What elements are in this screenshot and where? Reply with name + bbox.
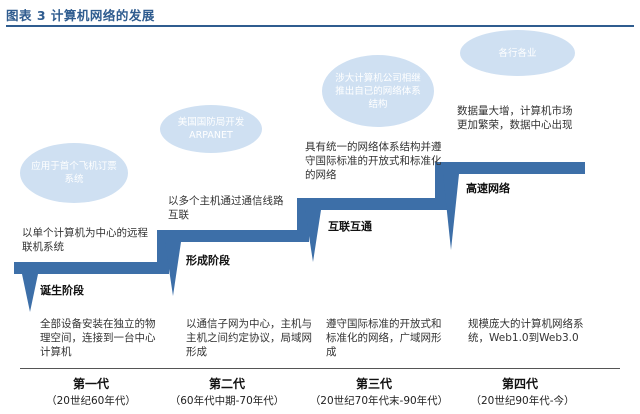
timeline-axis xyxy=(20,368,620,369)
stair-tread-1 xyxy=(14,262,169,274)
stair-tread-4 xyxy=(435,162,585,174)
stage-3-features: 具有统一的网络体系结构并遵守国际标准的开放式和标准化的网络 xyxy=(305,141,442,181)
milestone-bubble-2: 美国国防局开发ARPANET xyxy=(160,105,262,153)
stage-2-features: 以多个主机通过通信线路互联 xyxy=(168,195,284,221)
stage-2-description: 以通信子网为中心，主机与主机之间约定协议，局域网形成 xyxy=(186,318,312,358)
stair-tread-3 xyxy=(297,198,447,210)
era-2-name: 第二代 xyxy=(208,377,245,391)
era-3-range: （20世纪70年代末-90年代） xyxy=(309,395,449,407)
milestone-bubble-1: 应用于首个飞机订票系统 xyxy=(20,143,128,203)
stair-pointer-1 xyxy=(22,274,38,312)
stage-2-label: 形成阶段 xyxy=(186,254,230,267)
stage-4-label: 高速网络 xyxy=(466,182,510,195)
stair-tread-2 xyxy=(157,230,309,242)
title-divider xyxy=(6,25,634,27)
era-1-range: （20世纪60年代） xyxy=(46,395,136,407)
stage-1-features: 以单个计算机为中心的远程联机系统 xyxy=(22,227,148,253)
stage-1-description: 全部设备安装在独立的物理空间，连接到一台中心计算机 xyxy=(40,318,156,358)
era-3-name: 第三代 xyxy=(355,377,392,391)
era-4-range: （20世纪90年代-今） xyxy=(470,395,575,407)
milestone-bubble-3: 涉大计算机公司相继推出自已的网络体系结构 xyxy=(322,55,434,127)
era-2-range: （60年代中期-70年代） xyxy=(169,395,285,407)
stage-4-description: 规模庞大的计算机网络系统，Web1.0到Web3.0 xyxy=(468,318,584,344)
stair-pointer-3 xyxy=(305,210,321,262)
stage-4-features: 数据量大增，计算机市场更加繁荣，数据中心出现 xyxy=(457,105,573,131)
stair-pointer-4 xyxy=(443,174,459,250)
stage-3-label: 互联互通 xyxy=(328,220,372,233)
stage-3-description: 遵守国际标准的开放式和标准化的网络，广域网形成 xyxy=(326,318,442,358)
stage-1-label: 诞生阶段 xyxy=(40,284,84,297)
era-4-name: 第四代 xyxy=(501,377,538,391)
milestone-bubble-4: 各行各业 xyxy=(460,30,575,76)
stair-pointer-2 xyxy=(165,242,181,296)
era-1-name: 第一代 xyxy=(72,377,109,391)
figure-title: 图表 3 计算机网络的发展 xyxy=(6,8,155,23)
